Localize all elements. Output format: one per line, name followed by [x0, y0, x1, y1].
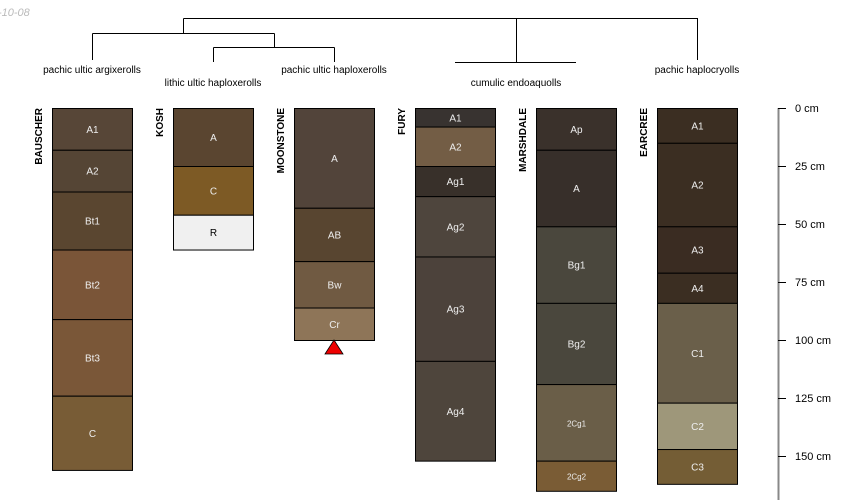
horizon-label: Ag4 [447, 407, 465, 418]
horizon [415, 126, 496, 167]
horizon [173, 214, 254, 251]
horizon-label: Bt2 [85, 280, 100, 291]
horizon-label: Bg2 [568, 339, 586, 350]
horizon-label: Bt1 [85, 217, 100, 228]
horizon-label: Ap [570, 125, 583, 136]
dendrogram-branch [92, 18, 698, 63]
horizon [415, 256, 496, 362]
horizon-label: Bg1 [568, 261, 586, 272]
horizon-label: C3 [691, 462, 704, 473]
horizon [657, 272, 738, 304]
horizon [657, 226, 738, 274]
axis-tick-label: 125 cm [795, 393, 831, 405]
horizon [536, 108, 617, 151]
horizon-label: Ag1 [447, 177, 465, 188]
horizon-label: Ag2 [447, 222, 465, 233]
horizon [536, 149, 617, 228]
horizon-label: A1 [691, 121, 704, 132]
horizon-label: A1 [86, 125, 99, 136]
horizon-label: A1 [449, 113, 462, 124]
profile-kosh: KOSH A C R [155, 108, 254, 251]
horizon-label: A2 [691, 181, 704, 192]
taxon-label: cumulic endoaquolls [471, 78, 562, 89]
horizon-label: Bt3 [85, 353, 100, 364]
horizon-label: Bw [328, 280, 343, 291]
horizon-label: A3 [691, 246, 704, 257]
horizon [657, 302, 738, 404]
axis-tick-label: 150 cm [795, 451, 831, 463]
horizon-label: A [573, 184, 580, 195]
horizon-label: 2Cg1 [567, 419, 587, 428]
horizon [657, 449, 738, 485]
profile-name: KOSH [155, 108, 166, 137]
taxon-label: pachic ultic argixerolls [43, 65, 141, 76]
horizon-label: A2 [449, 142, 462, 153]
horizon [415, 196, 496, 258]
horizon [173, 166, 254, 216]
axis-tick-label: 75 cm [795, 277, 825, 289]
horizon [173, 108, 254, 167]
horizon [415, 166, 496, 198]
taxon-label: lithic ultic haploxerolls [165, 78, 262, 89]
horizon-label: A2 [86, 167, 99, 178]
horizon-label: A4 [691, 284, 704, 295]
horizon [415, 360, 496, 462]
profile-name: BAUSCHER [34, 107, 45, 164]
horizon [52, 395, 133, 471]
taxon-label: pachic ultic haploxerolls [281, 65, 387, 76]
horizon-label: C1 [691, 349, 704, 360]
axis-tick-label: 25 cm [795, 161, 825, 173]
axis-tick-label: 50 cm [795, 219, 825, 231]
horizon-label: Ag3 [447, 305, 465, 316]
profile-name: MARSHDALE [518, 108, 529, 172]
horizon [294, 207, 375, 263]
horizon [657, 142, 738, 228]
truncation-marker-icon [324, 339, 344, 355]
axis-tick-label: 100 cm [795, 335, 831, 347]
profile-name: FURY [397, 108, 408, 135]
dendrogram [92, 18, 698, 63]
horizon-label: A [210, 133, 217, 144]
horizon [294, 261, 375, 309]
horizon [536, 226, 617, 304]
horizon-label: C [89, 429, 96, 440]
profile-name: MOONSTONE [276, 108, 287, 174]
horizon [657, 108, 738, 144]
horizon-label: Cr [329, 320, 340, 331]
horizon [536, 302, 617, 386]
horizon [52, 319, 133, 397]
date-label: -10-08 [0, 7, 30, 19]
horizon [52, 249, 133, 321]
horizon [657, 402, 738, 451]
horizon-label: AB [328, 230, 342, 241]
horizon-label: A [331, 154, 338, 165]
horizon-label: C2 [691, 422, 704, 433]
horizon [52, 108, 133, 151]
axis-tick-label: 0 cm [795, 103, 819, 115]
horizon-label: R [210, 228, 217, 239]
horizon-label: 2Cg2 [567, 473, 587, 482]
horizon-label: C [210, 186, 217, 197]
horizon [294, 307, 375, 341]
horizon [536, 460, 617, 492]
profile-name: EARCREE [639, 108, 650, 157]
taxon-label: pachic haplocryolls [655, 65, 740, 76]
horizon [536, 384, 617, 462]
horizon [52, 191, 133, 251]
